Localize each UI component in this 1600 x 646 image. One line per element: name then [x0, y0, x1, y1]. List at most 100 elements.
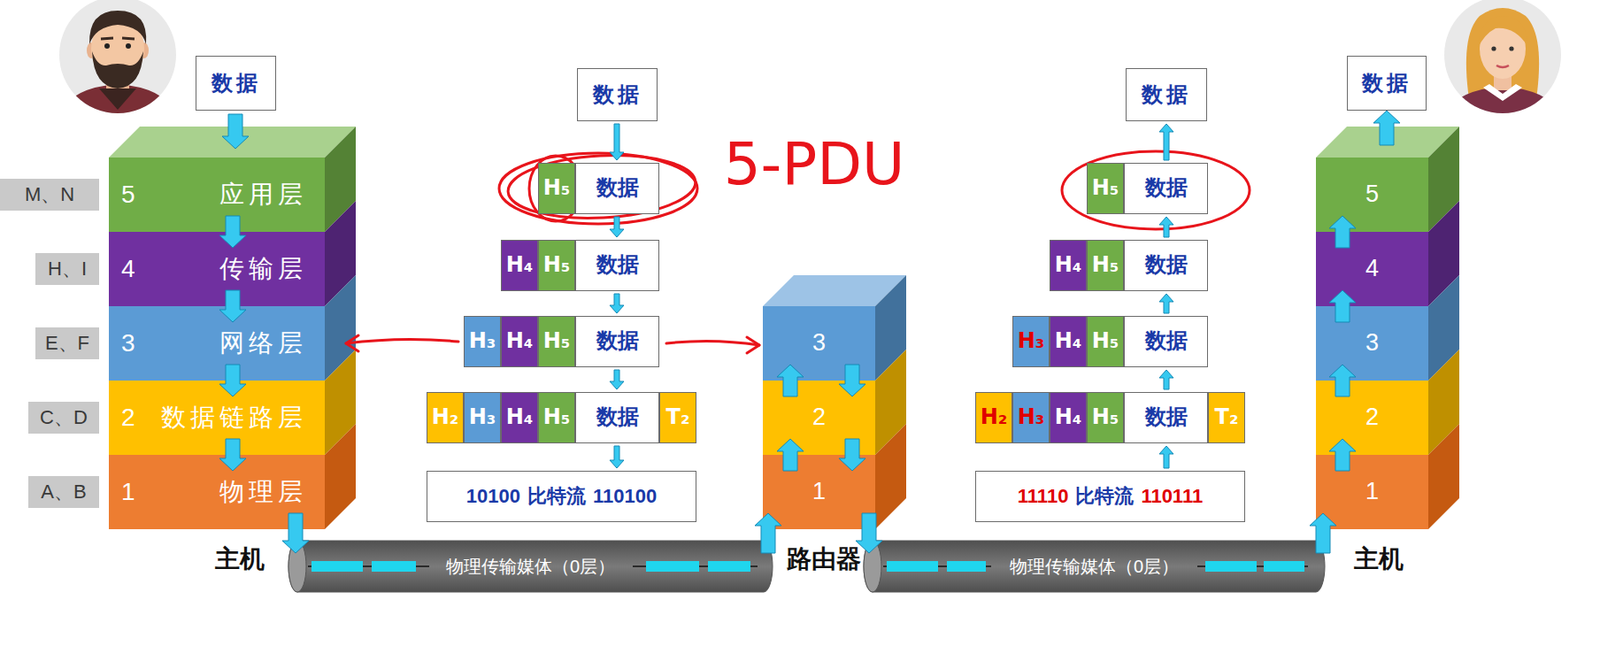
node-text: 数据链路层 [161, 403, 308, 432]
flow-arrow [219, 215, 247, 248]
node-text: 4 [1365, 254, 1379, 283]
node-text: H₄ [1054, 405, 1083, 431]
flow-arrow [754, 513, 782, 554]
bit-stream: 11110比特流110111 [975, 470, 1246, 523]
annotation-line [346, 338, 459, 344]
layer-tag: C、D [28, 401, 100, 434]
device-label: 主机 [215, 545, 265, 574]
node-text: 网络层 [219, 329, 308, 358]
header-segment: H₃ [463, 392, 501, 444]
node-text: H₅ [1092, 329, 1120, 354]
node-text: M、N [24, 183, 75, 206]
layer-band: 3 [1315, 306, 1429, 381]
flow-arrow [1159, 369, 1174, 390]
layer-tag: A、B [28, 476, 100, 508]
node-text: T₂ [1215, 405, 1239, 431]
header-segment: H₅ [1086, 162, 1124, 215]
data-segment: 数据 [575, 162, 660, 215]
stack-side [875, 423, 907, 530]
layer-band: 1 [762, 454, 876, 530]
host-stack-left [108, 126, 356, 530]
arrow-head [746, 337, 760, 354]
eye [104, 43, 110, 49]
node-text: H₂ [431, 405, 460, 431]
layer-face [108, 306, 325, 381]
cable-body [288, 540, 773, 593]
node-text: 11110 [1017, 484, 1070, 508]
node-text: H₅ [1092, 253, 1120, 278]
flow-arrow [222, 114, 249, 149]
avatar-ground [1444, 0, 1562, 114]
transmission-medium: 物理传输媒体（0层） [288, 540, 773, 593]
stack-side [324, 423, 356, 530]
layer-band: 5 [1315, 157, 1429, 232]
layer-tag: H、I [35, 253, 100, 285]
annotation-arrow [666, 337, 760, 354]
data-segment: 数据 [1123, 392, 1208, 444]
node-text: 1 [121, 477, 136, 507]
layer-band: 2 [1315, 380, 1429, 455]
flow-arrow [1329, 215, 1356, 248]
node-text: 1 [1365, 477, 1379, 506]
cable-body [863, 540, 1325, 593]
data-segment: 数据 [1123, 162, 1208, 215]
header-segment: H₃ [463, 315, 501, 368]
node-text: 5 [121, 180, 136, 209]
node-text: A、B [40, 480, 86, 503]
node-text: 物理层 [219, 477, 308, 507]
annotation-arrow [346, 335, 459, 352]
header-segment: H₅ [1086, 315, 1124, 368]
arrow-head [346, 335, 359, 352]
data-segment: 数据 [1123, 315, 1208, 368]
bit-stream: 10100比特流110100 [426, 470, 697, 523]
transmission-medium: 物理传输媒体（0层） [863, 540, 1325, 593]
flow-arrow [838, 364, 866, 397]
header-segment: H₅ [538, 392, 576, 444]
annotation-ellipse [506, 151, 697, 224]
node-text: 物理传输媒体（0层） [1009, 556, 1179, 577]
brows [100, 38, 135, 39]
layer-face [762, 454, 876, 530]
node-text: H₃ [1017, 405, 1046, 431]
flow-arrow [282, 513, 309, 554]
node-text: 1 [812, 477, 826, 506]
device-label: 主机 [1353, 545, 1404, 574]
layer-face [1315, 231, 1429, 307]
node-text: 3 [812, 329, 826, 357]
header-segment: H₅ [1086, 239, 1124, 292]
node-text: 5 [1365, 180, 1379, 208]
node-text: 10100 [466, 484, 521, 508]
header-segment: H₄ [500, 239, 539, 292]
node-text: 数据 [596, 176, 639, 201]
node-text: H₅ [543, 176, 571, 201]
node-text: 应用层 [219, 180, 308, 209]
data-segment: 数据 [575, 315, 660, 368]
layer-band: 5 应用层 [108, 157, 325, 232]
flow-arrow [1309, 513, 1337, 554]
flow-arrow [1373, 110, 1400, 146]
flow-arrow [609, 446, 624, 469]
node-text: 数据 [1361, 70, 1412, 96]
flow-arrow [609, 123, 624, 161]
data-segment: 数据 [575, 239, 660, 292]
node-text: H₅ [543, 329, 571, 354]
annotation-ellipse [529, 155, 583, 222]
annotation-line [666, 340, 760, 346]
layer-band: 1 物理层 [108, 454, 325, 530]
node-text: 传输层 [219, 254, 308, 284]
collar [1483, 84, 1523, 101]
layer-face [108, 231, 325, 307]
header-segment: H₄ [1049, 315, 1087, 368]
data-box: 数据 [576, 68, 658, 122]
hair [89, 10, 147, 45]
node-text: H₃ [1017, 329, 1046, 354]
node-text: 数据 [592, 82, 643, 108]
eye [125, 43, 131, 49]
layer-band: 4传输层 [108, 231, 325, 307]
node-text: 数据 [596, 253, 639, 278]
header-segment: H₄ [500, 392, 539, 444]
node-text: H₂ [980, 405, 1008, 431]
node-text: 比特流 [527, 484, 586, 508]
